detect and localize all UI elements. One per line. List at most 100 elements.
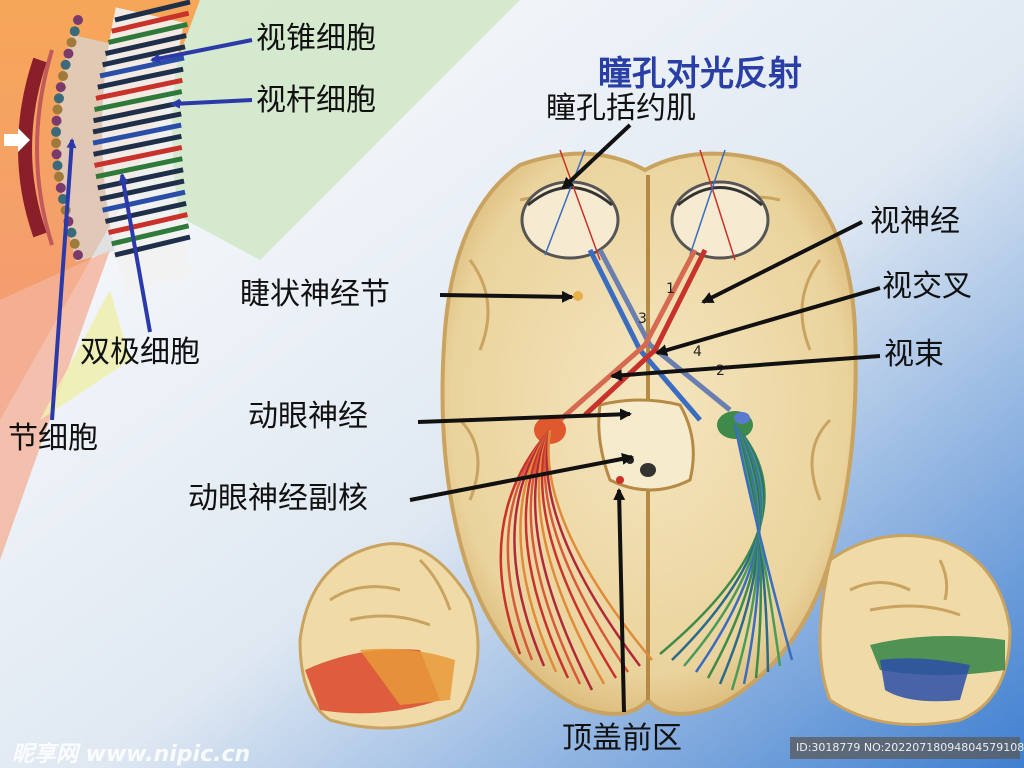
- left-eye: [520, 180, 620, 260]
- radiation-fibre-left: [545, 429, 641, 667]
- retina-nucleus: [51, 115, 62, 126]
- arrow-rod: [170, 98, 253, 109]
- optic-pathways: [534, 149, 753, 484]
- photoreceptor-cell: [104, 200, 187, 224]
- retina-nucleus: [55, 182, 66, 193]
- photoreceptor-cell: [95, 77, 183, 101]
- radiation-fibre-left: [543, 429, 630, 673]
- radiation-fibre-left: [540, 429, 618, 679]
- label-pupillary-sphincter: 瞳孔括约肌: [546, 91, 696, 126]
- photoreceptor-cell: [94, 89, 183, 112]
- photoreceptor-cell: [95, 156, 183, 180]
- label-oculomotor-nerve: 动眼神经: [248, 399, 368, 434]
- photoreceptor-cell: [111, 223, 190, 247]
- radiation-fibre-left: [533, 429, 594, 691]
- retina-diagram: [4, 0, 194, 295]
- radiation-fibre-left: [537, 429, 606, 685]
- retina-nucleus: [69, 26, 80, 37]
- label-rod-cell: 视杆细胞: [256, 83, 376, 118]
- watermark-id: ID:3018779 NO:20220718094804579108: [790, 737, 1024, 759]
- photoreceptor-cell: [94, 145, 183, 168]
- retina-nucleus: [55, 82, 66, 93]
- radiation-fibre-left: [547, 429, 653, 661]
- retina-nucleus: [73, 250, 83, 260]
- arrow-ganglion: [50, 138, 77, 421]
- retina-nucleus: [52, 104, 63, 115]
- retina-nucleus: [60, 59, 71, 70]
- retina-nucleus: [63, 48, 74, 59]
- photoreceptor-cell: [107, 212, 188, 236]
- radiation-fibre-left: [499, 429, 551, 655]
- bg-green-wedge: [130, 0, 520, 260]
- arrow-cone: [150, 38, 253, 64]
- photoreceptor-cell: [114, 234, 191, 258]
- arrow-optic-tract: [610, 354, 881, 382]
- optic-radiation-fibres: [499, 424, 794, 691]
- arrow-pretectal: [613, 488, 626, 713]
- photoreceptor-cell: [102, 44, 186, 68]
- retina-nucleus: [52, 160, 63, 171]
- photoreceptor-cell: [114, 0, 191, 23]
- retina-nucleus: [51, 149, 62, 160]
- photoreceptor-cell: [97, 66, 184, 90]
- photoreceptor-cell: [93, 133, 182, 157]
- label-cone-cell: 视锥细胞: [256, 21, 376, 56]
- pathway-number-4: 4: [693, 344, 702, 360]
- arrow-white: [4, 128, 30, 152]
- retina-nucleus: [51, 126, 62, 137]
- label-pretectal-area: 顶盖前区: [562, 721, 682, 756]
- arrow-oculomotor: [417, 408, 632, 424]
- photoreceptor-cell: [104, 33, 187, 57]
- brain-base: [440, 151, 858, 716]
- watermark-site: 昵享网 www.nipic.cn: [12, 742, 251, 767]
- retina-nucleus: [51, 138, 62, 149]
- photoreceptor-cell: [97, 167, 184, 191]
- retina-nucleus: [69, 238, 80, 249]
- retina-nucleus: [53, 171, 64, 182]
- diagram-title: 瞳孔对光反射: [598, 54, 802, 94]
- pathway-number-1: 1: [666, 281, 675, 297]
- retina-nucleus: [58, 194, 69, 205]
- pathway-number-3: 3: [638, 311, 647, 327]
- label-optic-tract: 视束: [884, 337, 944, 372]
- pathway-number-2: 2: [716, 363, 725, 379]
- arrow-ciliary-ganglion: [439, 290, 574, 303]
- radiation-fibre-left: [519, 429, 558, 673]
- pathway-arrows: [409, 123, 881, 713]
- right-eye: [670, 180, 770, 260]
- label-optic-nerve: 视神经: [870, 204, 960, 239]
- retina-arrows: [50, 38, 253, 421]
- radiation-fibre-left: [513, 429, 551, 667]
- arrow-optic-nerve: [701, 220, 863, 304]
- radiation-fibre-left: [529, 429, 582, 685]
- label-bipolar-cell: 双极细胞: [80, 335, 200, 370]
- right-occipital-lobe: [818, 534, 1012, 726]
- photoreceptor-cell: [99, 55, 185, 79]
- retina-nucleus: [73, 15, 83, 25]
- arrow-chiasm: [655, 286, 881, 356]
- photoreceptor-cell: [92, 111, 182, 135]
- photoreceptor-cell: [111, 10, 190, 34]
- bg-yellow-wedge: [40, 290, 130, 420]
- retina-nucleus: [66, 37, 77, 48]
- arrow-accessory-nucleus: [409, 453, 634, 502]
- radiation-fibre-right: [733, 424, 794, 661]
- arrow-bipolar: [118, 173, 152, 333]
- photoreceptor-cell: [102, 189, 186, 213]
- radiation-fibre-left: [506, 429, 551, 661]
- label-ganglion-cell: 节细胞: [8, 421, 98, 456]
- photoreceptor-cell: [99, 178, 185, 202]
- photoreceptor-cell: [92, 122, 182, 146]
- label-optic-chiasm: 视交叉: [882, 269, 972, 304]
- photoreceptor-cell: [107, 21, 188, 45]
- retina-nucleus: [58, 70, 69, 81]
- radiation-fibre-left: [524, 429, 570, 679]
- label-ciliary-ganglion: 睫状神经节: [240, 277, 390, 312]
- left-occipital-lobe: [298, 542, 480, 730]
- retina-nucleus: [66, 227, 77, 238]
- arrow-sphincter: [561, 123, 632, 190]
- label-oculomotor-accessory-nucleus: 动眼神经副核: [188, 481, 368, 516]
- retina-nucleus: [53, 93, 64, 104]
- photoreceptor-cell: [93, 100, 182, 124]
